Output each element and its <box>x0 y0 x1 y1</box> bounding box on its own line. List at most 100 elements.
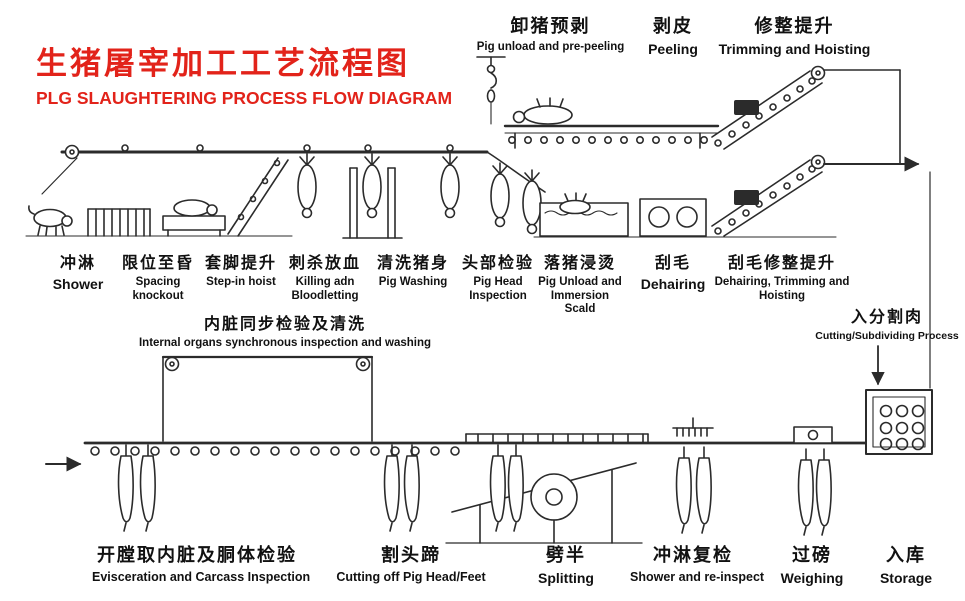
lower-rail <box>83 433 882 456</box>
label-shower-reinspect: 冲淋复检 Shower and re-inspect <box>630 541 765 585</box>
label-peeling: 剥皮 Peeling <box>628 12 718 58</box>
label-en: Spacing knockout <box>132 276 184 302</box>
pre-peeling-table <box>503 97 720 149</box>
bleeding-frame <box>342 167 403 239</box>
label-zh: 头部检验 <box>461 255 534 272</box>
overhead-rail-main <box>60 144 489 154</box>
label-zh: 冲淋复检 <box>653 545 733 565</box>
label-zh: 清洗猪身 <box>376 255 449 272</box>
carcass-half-icon <box>797 448 814 536</box>
label-cutting-subdividing: 入分割肉 Cutting/Subdividing Process <box>812 303 962 342</box>
hanging-pig-icon <box>440 153 460 219</box>
inspection-loop <box>161 355 374 442</box>
splitting-saw <box>445 462 643 544</box>
label-en: Shower and re-inspect <box>630 570 765 584</box>
dehairing-machine <box>639 198 707 237</box>
label-en: Pig Head Inspection <box>469 276 527 302</box>
unload-hook-icon <box>476 56 506 125</box>
label-zh: 刮毛修整提升 <box>727 255 836 272</box>
label-en: Internal organs synchronous inspection a… <box>138 337 431 349</box>
label-en: Dehairing <box>640 276 706 292</box>
label-trimming-hoisting: 修整提升 Trimming and Hoisting <box>712 12 877 58</box>
trimming-hoist-upper <box>711 70 823 150</box>
label-cutting-head-feet: 割头蹄 Cutting off Pig Head/Feet <box>330 541 492 585</box>
weighing-scale <box>793 426 833 444</box>
label-zh: 割头蹄 <box>381 545 441 565</box>
shower-sprinkler-icon <box>672 417 714 437</box>
label-splitting: 劈半 Splitting <box>518 541 614 587</box>
carcass-half-icon <box>695 446 712 534</box>
entry-pig-icon <box>28 205 73 236</box>
stunning-table <box>162 199 226 237</box>
carcass-half-icon <box>507 444 524 532</box>
storage-rack <box>865 389 933 455</box>
label-zh: 卸猪预剥 <box>510 16 591 36</box>
label-en: Storage <box>879 570 933 586</box>
label-en: Shower <box>52 276 104 292</box>
label-head-inspection: 头部检验 Pig Head Inspection <box>458 249 538 303</box>
label-zh: 剥皮 <box>653 16 693 36</box>
carcass-half-icon <box>815 448 832 536</box>
label-zh: 劈半 <box>546 545 586 565</box>
label-en: Killing adn Bloodletting <box>291 276 359 302</box>
label-zh: 开膛取内脏及胴体检验 <box>97 545 297 565</box>
label-en: Pig unload and pre-peeling <box>476 41 625 53</box>
loop-pulley-icon <box>355 356 371 372</box>
carcass-half-icon <box>675 446 692 534</box>
label-storage: 入库 Storage <box>868 541 944 587</box>
page-title: 生猪屠宰加工工艺流程图 PLG SLAUGHTERING PROCESS FLO… <box>36 38 452 109</box>
label-immersion-scald: 落猪浸烫 Pig Unload and Immersion Scald <box>534 249 626 317</box>
label-en: Dehairing, Trimming and Hoisting <box>714 276 850 302</box>
step-in-hoist <box>227 157 289 237</box>
label-zh: 刮毛 <box>654 255 691 272</box>
label-en: Cutting/Subdividing Process <box>815 330 959 342</box>
label-en: Pig Unload and Immersion Scald <box>538 276 622 316</box>
label-zh: 修整提升 <box>754 16 835 36</box>
label-zh: 入库 <box>886 545 926 565</box>
label-spacing-knockout: 限位至昏 Spacing knockout <box>110 249 206 303</box>
hanging-pig-icon <box>297 153 317 219</box>
carcass-half-icon <box>403 444 420 532</box>
label-en: Evisceration and Carcass Inspection <box>92 570 311 584</box>
label-zh: 刺杀放血 <box>288 255 361 272</box>
label-en: Pig Washing <box>378 276 448 288</box>
hanging-pig-icon <box>362 153 382 219</box>
restrainer-fence <box>87 208 151 237</box>
rail-pulley-icon <box>64 144 80 160</box>
label-weighing: 过磅 Weighing <box>768 541 856 587</box>
label-evisceration-inspection: 开膛取内脏及胴体检验 Evisceration and Carcass Insp… <box>92 541 311 585</box>
label-pig-washing: 清洗猪身 Pig Washing <box>372 249 454 290</box>
carcass-half-icon <box>139 444 156 532</box>
label-zh: 限位至昏 <box>121 255 194 272</box>
label-internal-organs-inspection: 内脏同步检验及清洗 Internal organs synchronous in… <box>112 310 458 351</box>
carcass-half-icon <box>117 444 134 532</box>
label-shower: 冲淋 Shower <box>38 249 118 293</box>
label-en: Step-in hoist <box>206 276 276 288</box>
label-pig-unload-prepeeling: 卸猪预剥 Pig unload and pre-peeling <box>468 12 633 55</box>
label-zh: 套脚提升 <box>204 255 277 272</box>
label-zh: 内脏同步检验及清洗 <box>203 316 366 333</box>
label-zh: 落猪浸烫 <box>543 255 616 272</box>
label-en: Trimming and Hoisting <box>718 41 871 57</box>
label-en: Cutting off Pig Head/Feet <box>336 570 486 584</box>
label-zh: 过磅 <box>792 545 832 565</box>
dehairing-trimming-hoist <box>711 159 823 237</box>
carcass-half-icon <box>383 444 400 532</box>
carcass-half-icon <box>489 444 506 532</box>
label-step-in-hoist: 套脚提升 Step-in hoist <box>196 249 286 290</box>
hanging-pig-icon <box>490 162 510 228</box>
label-dehairing: 刮毛 Dehairing <box>638 249 708 293</box>
hoist-motor-icon <box>734 100 759 205</box>
hoist-pulley-icon <box>810 65 826 81</box>
label-dehairing-trimming-hoisting: 刮毛修整提升 Dehairing, Trimming and Hoisting <box>714 249 850 303</box>
label-zh: 冲淋 <box>59 255 96 272</box>
label-zh: 入分割肉 <box>850 309 923 326</box>
hoist-pulley-icon <box>810 154 826 170</box>
page-title-en: PLG SLAUGHTERING PROCESS FLOW DIAGRAM <box>36 88 453 108</box>
page-title-zh: 生猪屠宰加工工艺流程图 <box>36 46 410 81</box>
label-en: Splitting <box>538 570 594 586</box>
label-en: Weighing <box>780 570 844 586</box>
label-killing-bloodletting: 刺杀放血 Killing adn Bloodletting <box>284 249 366 303</box>
